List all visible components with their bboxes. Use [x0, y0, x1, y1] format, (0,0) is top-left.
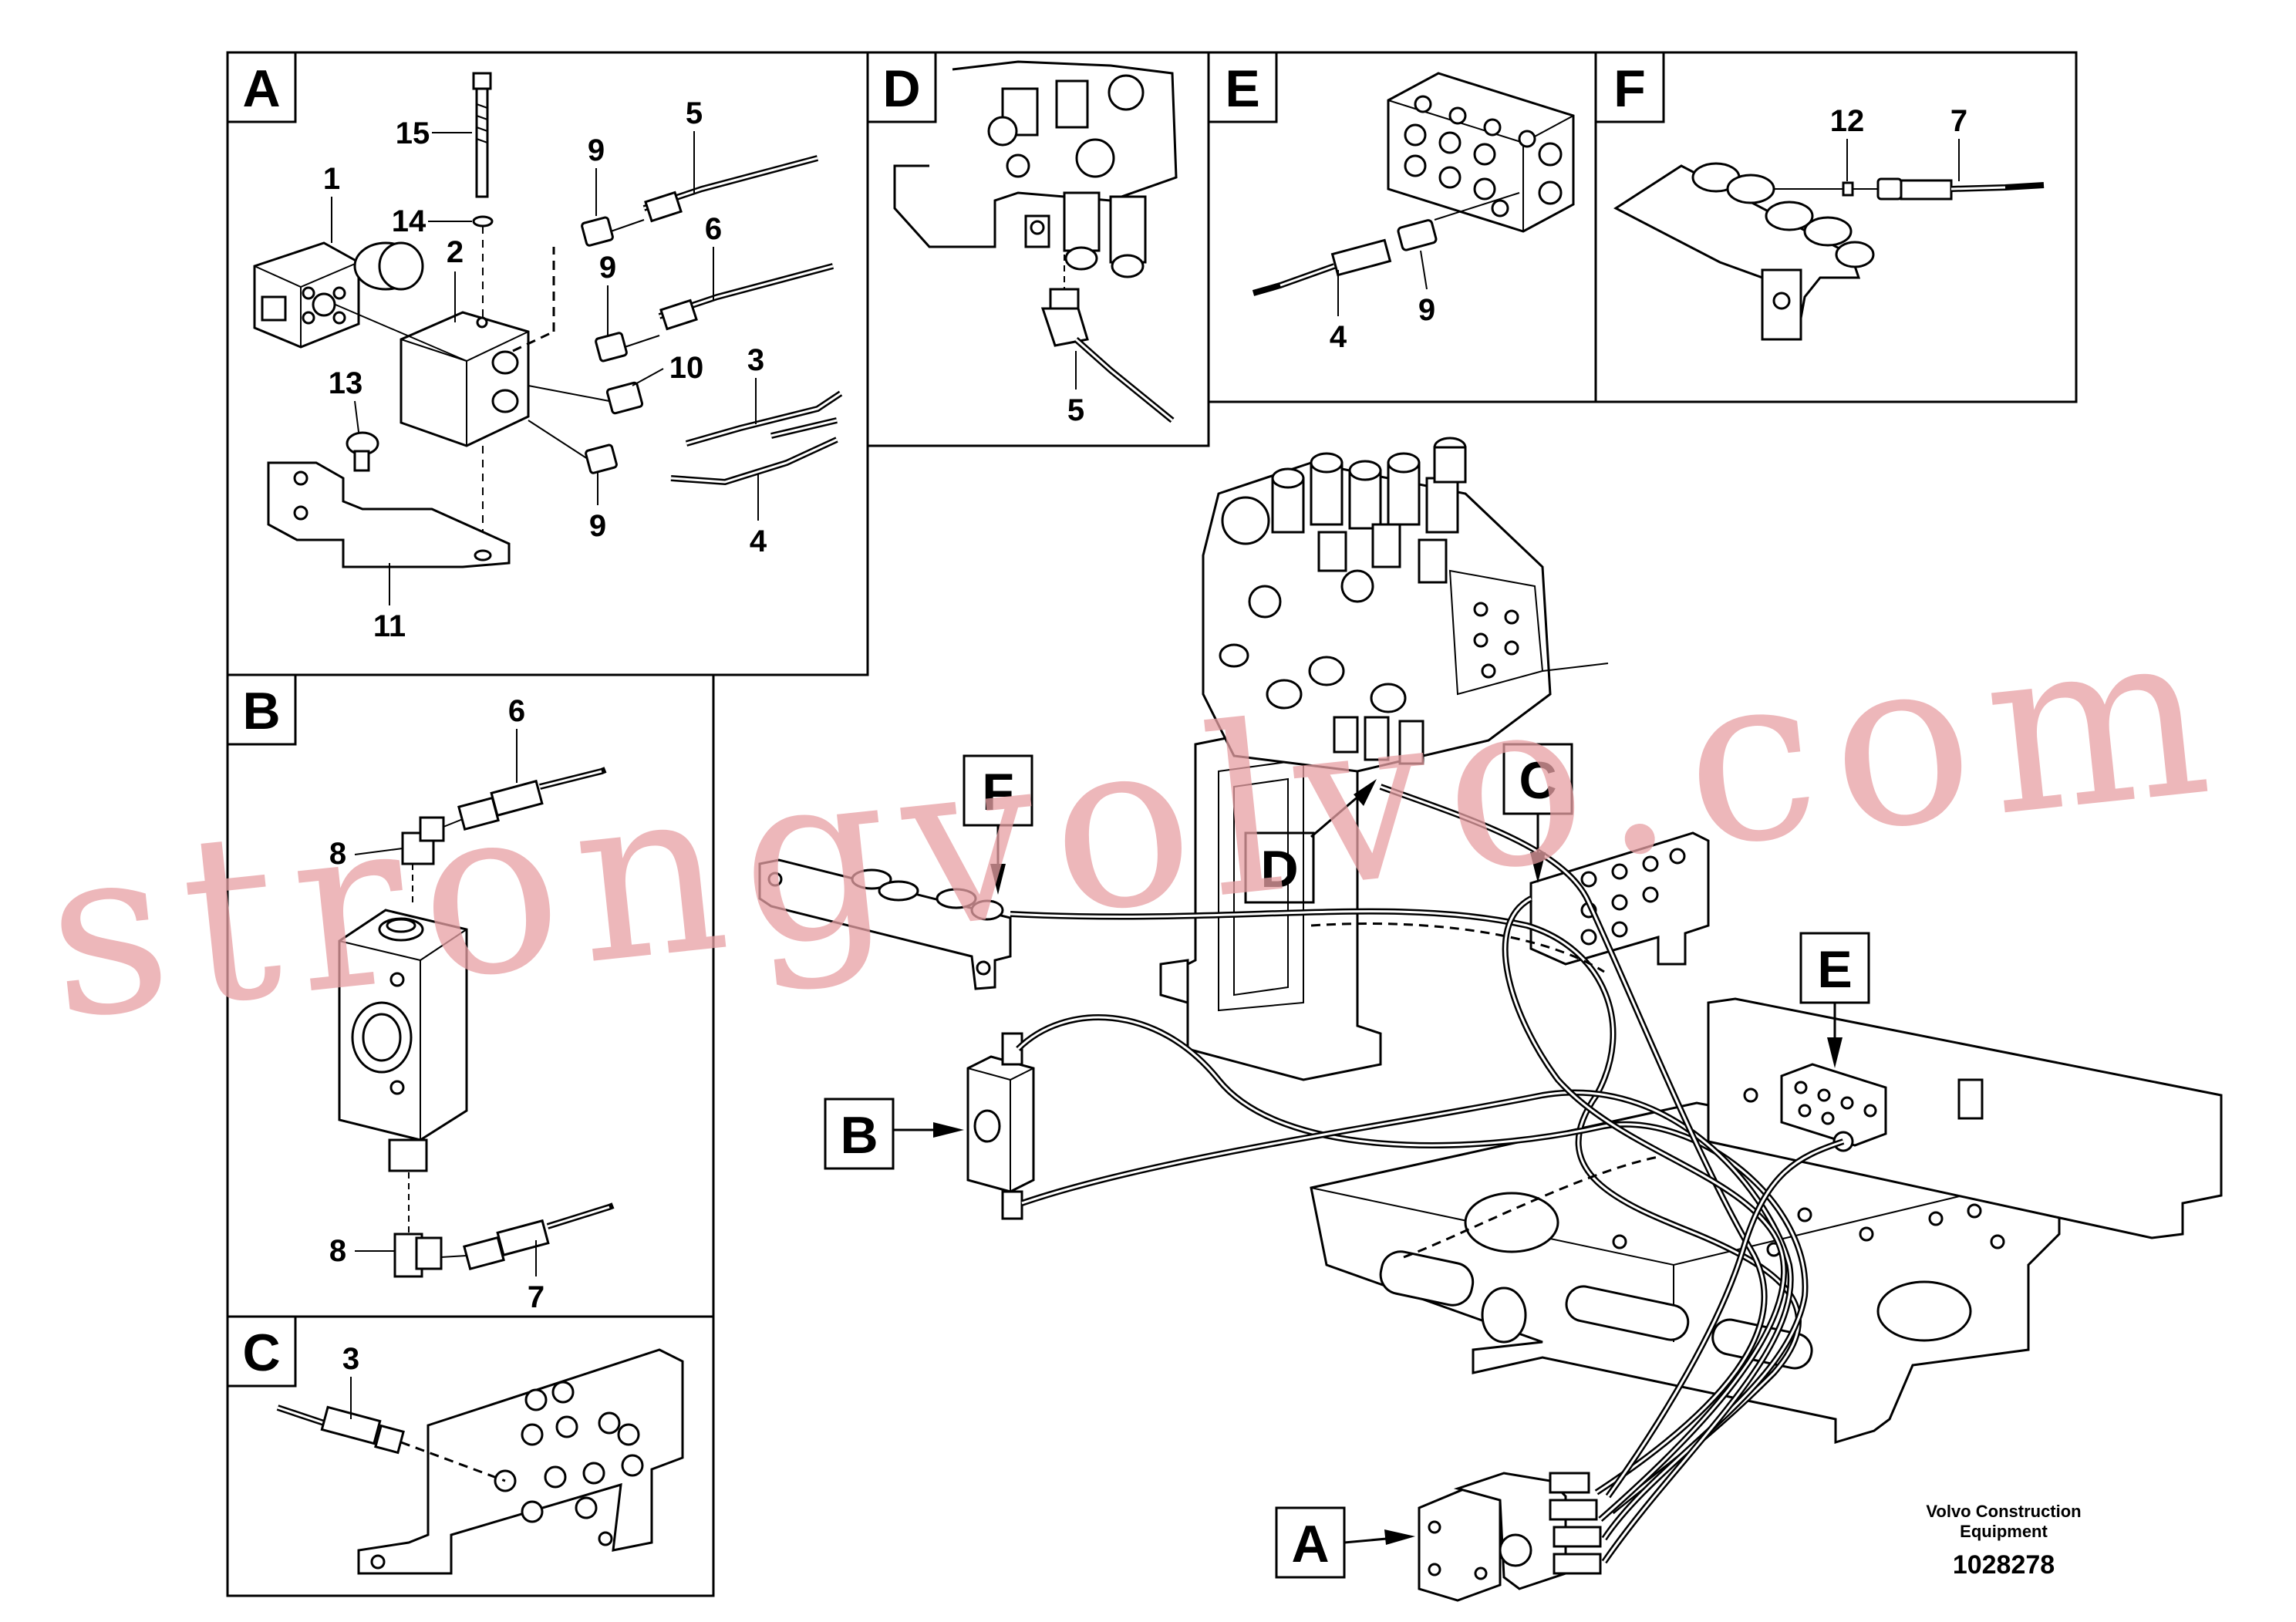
callout-5: 5	[686, 96, 703, 130]
callout-3: 3	[747, 343, 764, 377]
pointer-a: A	[1275, 1506, 1415, 1579]
check-valve-part	[338, 909, 468, 1172]
fittings-a	[581, 216, 644, 474]
main-hoses	[1010, 784, 1845, 1564]
svg-text:A: A	[1291, 1515, 1329, 1573]
bolt-part	[472, 72, 492, 198]
callout-c-3: 3	[342, 1342, 359, 1376]
callout-d-5: 5	[1067, 393, 1084, 427]
pointer-c: C	[1502, 743, 1573, 883]
panel-d: D 5	[866, 51, 1210, 447]
footer-company-line2: Equipment	[1960, 1522, 2048, 1541]
callout-f-12: 12	[1830, 104, 1865, 138]
panel-a: A	[226, 51, 869, 676]
distribution-block-part	[1387, 72, 1575, 233]
svg-text:D: D	[1260, 840, 1298, 899]
pipe-rail-part	[1613, 162, 1875, 341]
panel-e-label: E	[1225, 59, 1259, 118]
hose-e-4	[1252, 192, 1520, 296]
svg-text:B: B	[840, 1106, 878, 1165]
panel-c: C 3	[226, 1315, 715, 1597]
b-valve-main	[966, 1032, 1035, 1220]
panel-f-label: F	[1613, 59, 1646, 118]
manifold-plate-part	[357, 1348, 684, 1575]
a-solenoid-main	[1418, 1472, 1602, 1602]
panel-d-label: D	[882, 59, 920, 118]
c-manifold-main	[1529, 831, 1710, 966]
washer-part	[472, 215, 494, 228]
callout-14: 14	[392, 204, 426, 238]
callout-b-8a: 8	[329, 837, 346, 871]
svg-text:E: E	[1817, 940, 1852, 999]
svg-text:F: F	[982, 763, 1014, 821]
callout-2: 2	[447, 235, 464, 269]
solenoid-valve-part	[253, 241, 424, 349]
callout-e-4: 4	[1330, 320, 1347, 354]
callout-f-7: 7	[1950, 104, 1967, 138]
callout-11: 11	[373, 609, 406, 643]
pointer-b: B	[824, 1098, 964, 1170]
callout-e-9: 9	[1418, 293, 1435, 327]
callout-13: 13	[329, 366, 363, 400]
callout-9b: 9	[599, 251, 616, 285]
callout-4: 4	[750, 524, 767, 558]
elbow-fitting-bottom	[393, 1172, 443, 1278]
hose-f-7	[1774, 177, 2045, 201]
drawing-number: 1028278	[1953, 1550, 2055, 1580]
control-valve-detail	[893, 60, 1178, 278]
callout-9: 9	[588, 133, 605, 167]
footer: Volvo Construction Equipment 1028278	[1926, 1502, 2081, 1580]
hose-d-5	[1040, 255, 1175, 423]
callout-6: 6	[705, 212, 722, 246]
main-assembly-view: F C D E B A	[758, 437, 2223, 1602]
panel-b-label: B	[242, 682, 280, 740]
pointer-e: E	[1799, 932, 1870, 1068]
svg-text:C: C	[1519, 751, 1556, 810]
hose-c	[276, 1404, 506, 1482]
callout-b-7: 7	[528, 1280, 544, 1314]
bracket-part	[267, 461, 511, 568]
f-rail-main	[758, 858, 1012, 990]
callout-9c: 9	[589, 509, 606, 543]
panel-e: E 4 9	[1207, 51, 1597, 403]
panel-f: F 12 7	[1594, 51, 2078, 403]
callout-10: 10	[669, 351, 704, 385]
callout-b-8b: 8	[329, 1234, 346, 1268]
screw-part	[346, 431, 379, 472]
callout-15: 15	[396, 116, 430, 150]
panel-a-label: A	[242, 59, 280, 118]
main-control-valve-part	[1202, 437, 1609, 773]
pointer-f: F	[963, 754, 1033, 895]
callout-b-6: 6	[508, 694, 525, 728]
elbow-fitting-top	[401, 816, 445, 906]
pointer-d: D	[1244, 779, 1377, 904]
footer-company: Volvo Construction	[1926, 1502, 2081, 1521]
hoses-a	[642, 155, 843, 486]
callout-1: 1	[323, 162, 340, 196]
valve-block-part	[400, 311, 530, 447]
panel-c-label: C	[242, 1324, 280, 1382]
